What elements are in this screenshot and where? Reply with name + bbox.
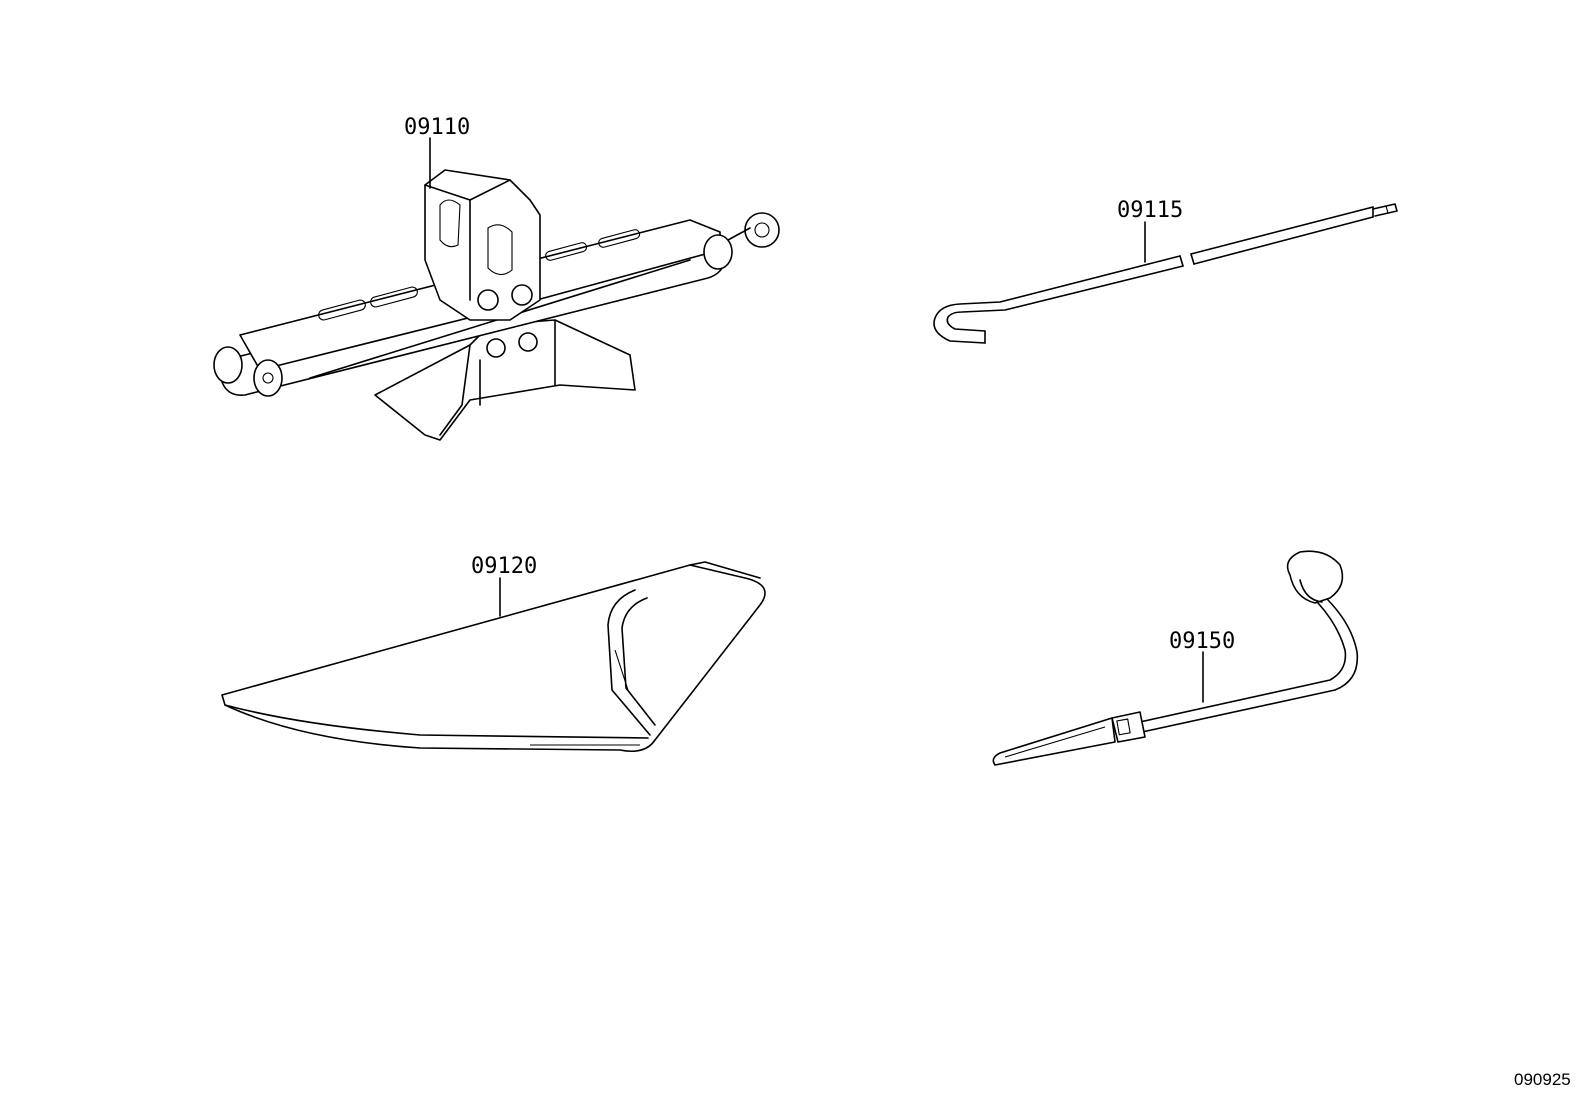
scissor-jack-icon[interactable] — [213, 137, 780, 441]
part-number-09150: 09150 — [1169, 629, 1235, 654]
part-number-09115: 09115 — [1117, 198, 1183, 223]
jack-handle-rod-icon[interactable] — [933, 203, 1398, 344]
diagram-code: 090925 — [1514, 1070, 1571, 1089]
part-number-09110: 09110 — [404, 115, 470, 140]
part-number-09120: 09120 — [471, 554, 537, 579]
lug-wrench-icon[interactable] — [992, 550, 1359, 766]
tool-bag-icon[interactable] — [221, 561, 766, 753]
